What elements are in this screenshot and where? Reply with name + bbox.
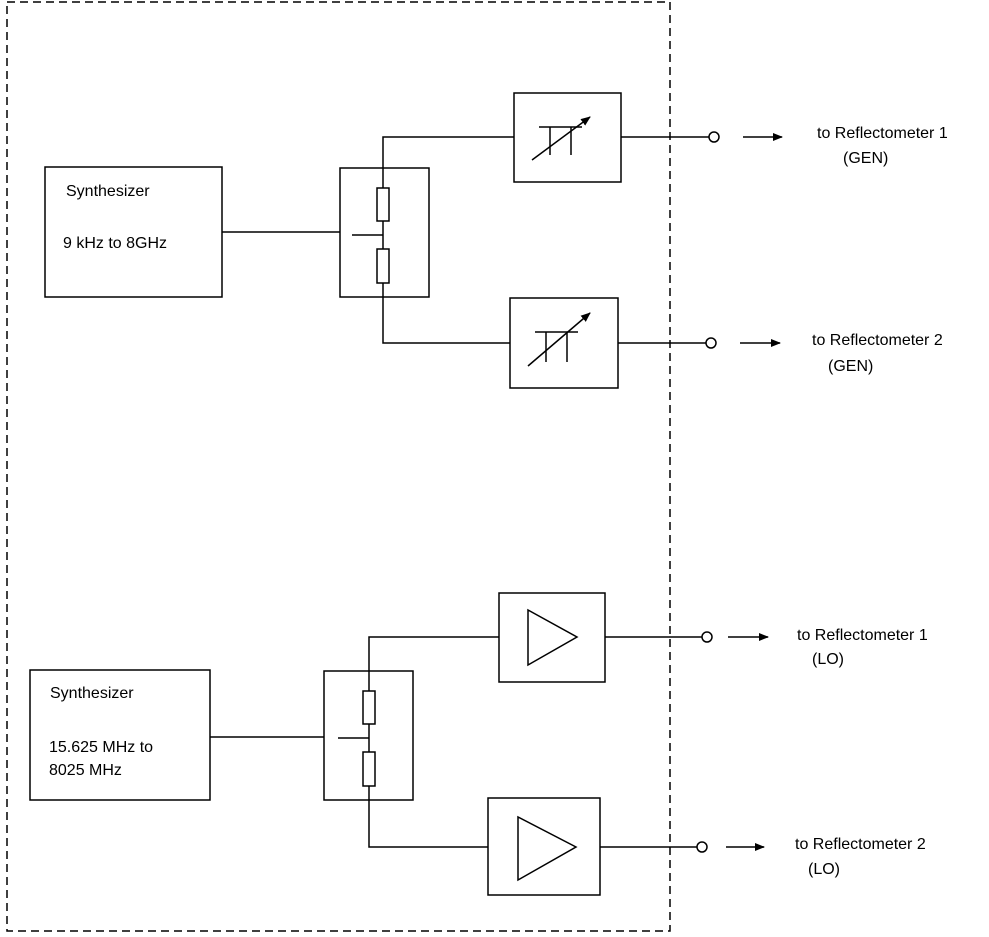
variable-attenuator-icon xyxy=(531,116,591,161)
amplifier-icon xyxy=(527,608,579,667)
resistor-icon xyxy=(362,751,376,787)
synthesizer-gen: Synthesizer 9 kHz to 8GHz xyxy=(44,166,223,298)
amplifier-lo-1 xyxy=(498,592,606,683)
output-lo-1-sub: (LO) xyxy=(812,651,844,668)
synthesizer-lo-range-1: 15.625 MHz to xyxy=(49,739,153,756)
wire xyxy=(382,297,510,344)
synthesizer-gen-title: Synthesizer xyxy=(66,183,150,200)
output-gen-1-sub: (GEN) xyxy=(843,150,888,167)
synthesizer-lo-range-2: 8025 MHz xyxy=(49,762,122,779)
variable-attenuator-gen-2 xyxy=(509,297,619,389)
resistor-icon xyxy=(376,187,390,222)
output-port-gen-2 xyxy=(705,337,717,349)
module-boundary xyxy=(6,1,671,932)
output-port-lo-1 xyxy=(701,631,713,643)
variable-attenuator-icon xyxy=(527,312,591,367)
power-splitter-gen xyxy=(339,167,430,298)
variable-attenuator-gen-1 xyxy=(513,92,622,183)
wire xyxy=(368,636,499,671)
output-lo-2-label: to Reflectometer 2 xyxy=(795,836,926,853)
synthesizer-gen-range: 9 kHz to 8GHz xyxy=(63,235,167,252)
wire xyxy=(368,800,488,848)
synthesizer-lo-box xyxy=(29,669,211,801)
wire xyxy=(382,136,514,168)
output-gen-2-label: to Reflectometer 2 xyxy=(812,332,943,349)
synthesizer-lo: Synthesizer 15.625 MHz to 8025 MHz xyxy=(29,669,211,801)
output-lo-1-label: to Reflectometer 1 xyxy=(797,627,928,644)
output-port-gen-1 xyxy=(708,131,720,143)
output-port-lo-2 xyxy=(696,841,708,853)
amplifier-lo-2 xyxy=(487,797,601,896)
resistor-icon xyxy=(376,248,390,284)
amplifier-icon xyxy=(517,815,578,882)
synthesizer-gen-box xyxy=(44,166,223,298)
output-gen-2-sub: (GEN) xyxy=(828,358,873,375)
synthesizer-lo-title: Synthesizer xyxy=(50,685,134,702)
power-splitter-lo xyxy=(323,670,414,801)
resistor-icon xyxy=(362,690,376,725)
output-gen-1-label: to Reflectometer 1 xyxy=(817,125,948,142)
output-lo-2-sub: (LO) xyxy=(808,861,840,878)
